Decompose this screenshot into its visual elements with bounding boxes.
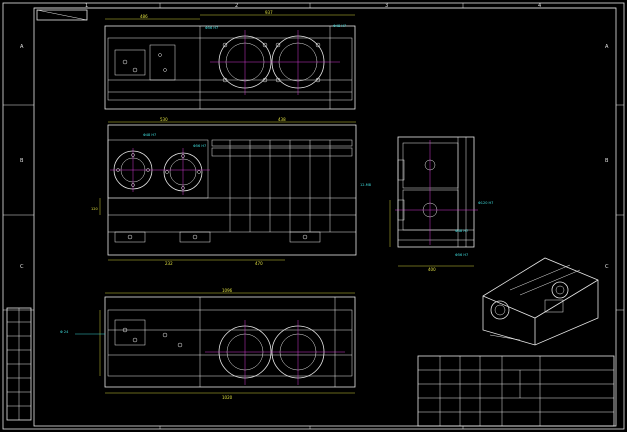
dim-side-bore-48: Φ48 H7	[455, 229, 468, 233]
dim-top-937: 937	[265, 10, 273, 15]
isometric-view	[482, 257, 599, 346]
col-marker-4: 4	[538, 3, 541, 9]
dim-front-470: 470	[255, 261, 263, 266]
dim-front-bore-56: Φ56 H7	[193, 144, 206, 148]
dim-bottom-hole-24: Φ 24	[60, 330, 69, 334]
side-view: Φ120 H7 Φ48 H7 Φ56 H7 400	[389, 136, 493, 272]
dim-front-threads: 12-M8	[360, 183, 371, 187]
dim-bottom-1096: 1096	[222, 288, 233, 293]
row-marker-c-left: C	[20, 264, 24, 270]
dim-top-486: 486	[140, 14, 148, 19]
bottom-view: 1096 1020 Φ 24	[60, 288, 356, 400]
dim-top-bore-56: Φ56 H7	[205, 26, 218, 30]
title-block	[417, 355, 615, 427]
row-marker-b-right: B	[605, 158, 609, 164]
dim-top-bore-48: Φ48 H7	[333, 24, 346, 28]
top-label-box	[36, 9, 88, 21]
col-marker-3: 3	[385, 3, 388, 9]
row-marker-c-right: C	[605, 264, 609, 270]
revision-column	[6, 307, 32, 421]
front-view: 530 438 Φ48 H7 Φ56 H7 12-M8 120 232 470	[91, 117, 371, 266]
dim-front-530: 530	[160, 117, 168, 122]
dim-front-438: 438	[278, 117, 286, 122]
dim-front-120: 120	[91, 207, 98, 211]
row-markers: A B C A B C	[20, 44, 609, 270]
dim-side-400: 400	[428, 267, 436, 272]
col-marker-2: 2	[235, 3, 238, 9]
top-view: 486 937 Φ56 H7 Φ48 H7	[104, 10, 356, 110]
row-marker-b-left: B	[20, 158, 24, 164]
row-marker-a-left: A	[20, 44, 24, 50]
dim-side-bore-120: Φ120 H7	[478, 201, 493, 205]
dim-bottom-1020: 1020	[222, 395, 233, 400]
row-marker-a-right: A	[605, 44, 609, 50]
dim-front-232: 232	[165, 261, 173, 266]
col-marker-1: 1	[85, 3, 88, 9]
column-markers: 1 2 3 4	[85, 3, 541, 9]
dim-side-bore-56: Φ56 H7	[455, 253, 468, 257]
dim-front-bore-48: Φ48 H7	[143, 133, 156, 137]
